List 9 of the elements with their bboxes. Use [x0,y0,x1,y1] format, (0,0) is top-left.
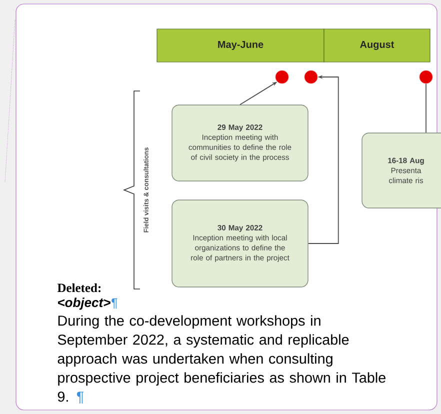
deleted-label: Deleted: [57,283,100,292]
paragraph: During the co-development workshops in September 2022, a systematic and replicable approach was undertaken when consulting prospective project beneficiaries as shown in Table 9. ¶ [58,315,386,404]
timeline-header: May-June [156,28,324,62]
pilcrow: ¶ [112,298,118,309]
milestone-dot [419,70,433,84]
milestone-dot [304,70,318,84]
tracked-change-text: <object> [58,298,110,310]
milestone-dot [275,70,289,84]
timeline-header: August [324,28,430,62]
